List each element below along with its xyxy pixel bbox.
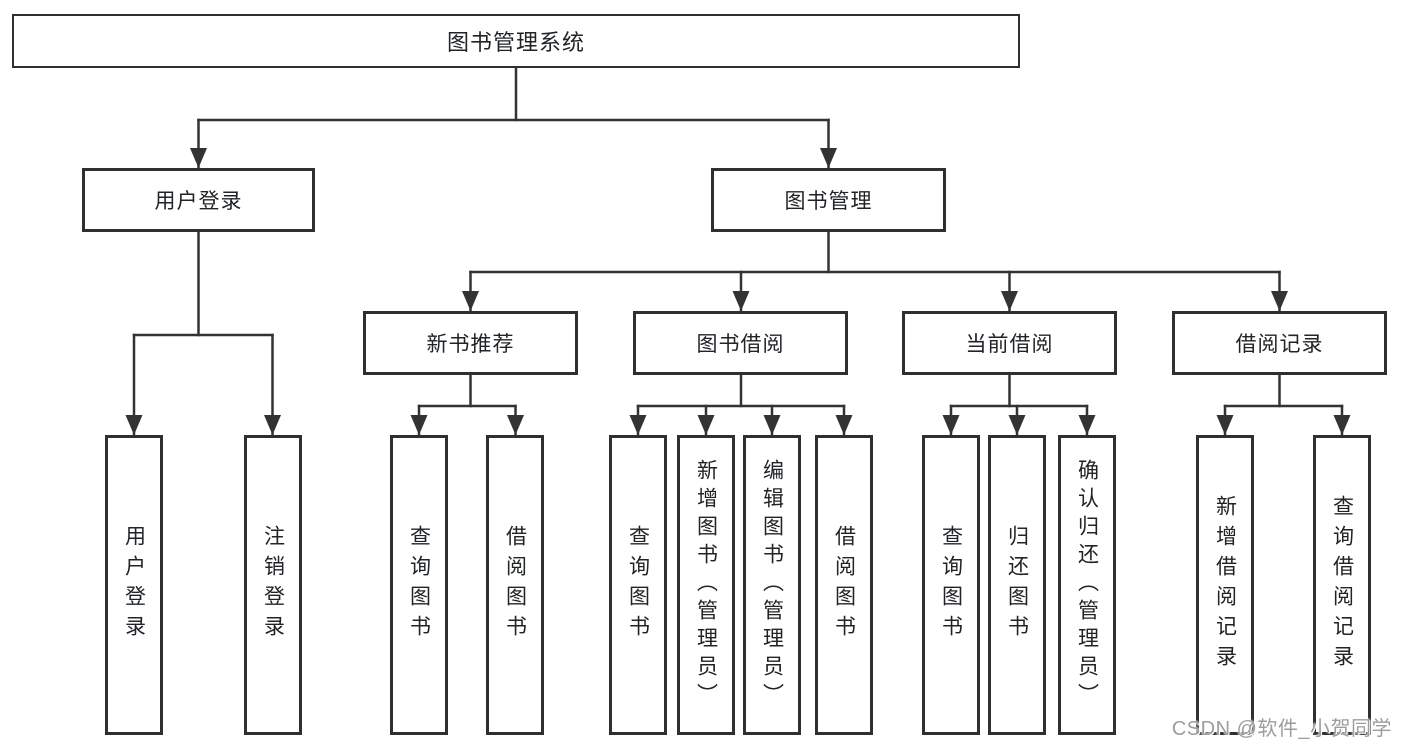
node-label: 图书管理系统 bbox=[446, 30, 585, 55]
leaf-query-books-current: 查询图书 bbox=[922, 435, 980, 735]
node-label: 编辑图书（管理员） bbox=[760, 459, 784, 711]
edges-user-login-to-leaves bbox=[125, 230, 281, 436]
leaf-edit-book-admin: 编辑图书（管理员） bbox=[743, 435, 801, 735]
edges-new-book-recommendation-to-leaves bbox=[410, 373, 524, 436]
node-library-management-system: 图书管理系统 bbox=[12, 14, 1020, 68]
node-label: 查询图书 bbox=[407, 525, 431, 645]
node-borrowing-records: 借阅记录 bbox=[1172, 311, 1387, 375]
node-label: 查询图书 bbox=[626, 525, 650, 645]
node-label: 当前借阅 bbox=[965, 333, 1054, 356]
node-label: 图书借阅 bbox=[696, 333, 785, 356]
leaf-logout-login: 注销登录 bbox=[244, 435, 302, 735]
node-label: 图书管理 bbox=[784, 190, 873, 213]
edges-borrowing-records-to-leaves bbox=[1216, 373, 1351, 436]
node-user-login: 用户登录 bbox=[82, 168, 315, 232]
leaf-return-books: 归还图书 bbox=[988, 435, 1046, 735]
leaf-add-book-admin: 新增图书（管理员） bbox=[677, 435, 735, 735]
edges-root-to-level2 bbox=[190, 66, 837, 169]
node-book-borrowing: 图书借阅 bbox=[633, 311, 848, 375]
leaf-borrow-books-recommend: 借阅图书 bbox=[486, 435, 544, 735]
node-label: 借阅图书 bbox=[832, 525, 856, 645]
watermark: CSDN @软件_小贺同学 bbox=[1171, 718, 1392, 740]
node-label: 新增借阅记录 bbox=[1213, 495, 1237, 675]
leaf-query-books-borrowing: 查询图书 bbox=[609, 435, 667, 735]
node-label: 注销登录 bbox=[261, 525, 285, 645]
node-book-management: 图书管理 bbox=[711, 168, 946, 232]
leaf-add-borrow-record: 新增借阅记录 bbox=[1196, 435, 1254, 735]
leaf-confirm-return-admin: 确认归还（管理员） bbox=[1058, 435, 1116, 735]
node-label: 用户登录 bbox=[154, 190, 243, 213]
node-label: 确认归还（管理员） bbox=[1075, 459, 1099, 711]
node-label: 借阅图书 bbox=[503, 525, 527, 645]
edges-book-borrowing-to-leaves bbox=[629, 373, 853, 436]
node-label: 查询借阅记录 bbox=[1330, 495, 1354, 675]
node-label: 归还图书 bbox=[1005, 525, 1029, 645]
leaf-borrow-books-borrowing: 借阅图书 bbox=[815, 435, 873, 735]
node-label: 用户登录 bbox=[122, 525, 146, 645]
node-label: 新书推荐 bbox=[426, 333, 515, 356]
edges-book-management-to-level3 bbox=[462, 230, 1288, 312]
node-label: 新增图书（管理员） bbox=[694, 459, 718, 711]
edges-current-borrowing-to-leaves bbox=[942, 373, 1096, 436]
node-label: 借阅记录 bbox=[1235, 333, 1324, 356]
node-label: 查询图书 bbox=[939, 525, 963, 645]
node-current-borrowing: 当前借阅 bbox=[902, 311, 1117, 375]
node-new-book-recommendation: 新书推荐 bbox=[363, 311, 578, 375]
leaf-query-books-recommend: 查询图书 bbox=[390, 435, 448, 735]
leaf-user-login: 用户登录 bbox=[105, 435, 163, 735]
leaf-query-borrow-record: 查询借阅记录 bbox=[1313, 435, 1371, 735]
